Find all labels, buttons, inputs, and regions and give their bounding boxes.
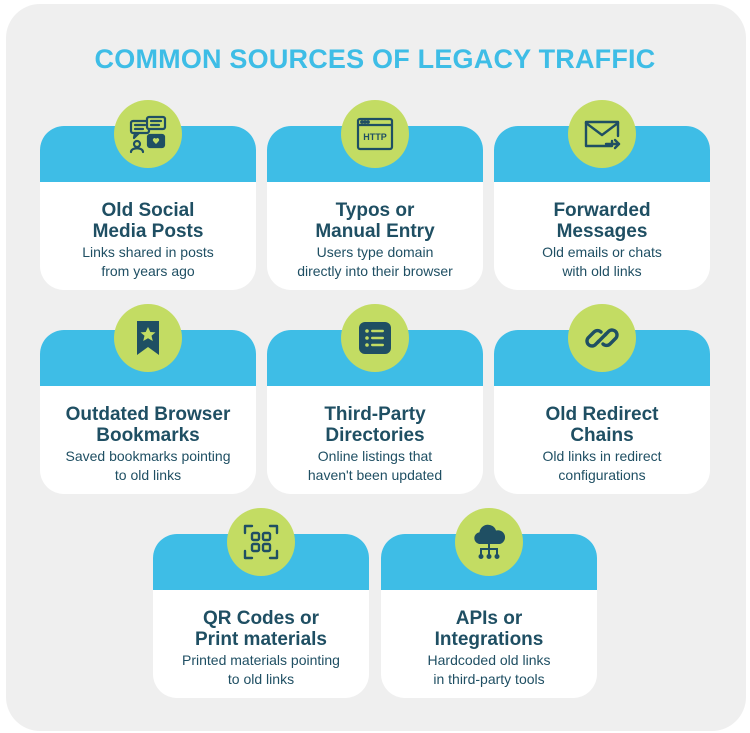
card-title: Typos or Manual Entry [315, 200, 435, 242]
card-description: Hardcoded old links in third-party tools [427, 652, 551, 687]
chat-bubbles-icon [114, 100, 182, 168]
card-outdated-browser-bookmarks: Outdated Browser Bookmarks Saved bookmar… [40, 304, 256, 494]
card-description: Online listings that haven't been update… [307, 448, 443, 483]
card-old-redirect-chains: Old Redirect Chains Old links in redirec… [494, 304, 710, 494]
card-third-party-directories: Third-Party Directories Online listings … [267, 304, 483, 494]
cloud-network-icon [455, 508, 523, 576]
card-description: Saved bookmarks pointing to old links [65, 448, 231, 483]
card-qr-codes-print-materials: QR Codes or Print materials Printed mate… [153, 508, 369, 698]
card-title: Old Social Media Posts [92, 200, 204, 242]
card-description: Users type domain directly into their br… [297, 244, 453, 279]
chain-link-icon [568, 304, 636, 372]
card-title: QR Codes or Print materials [195, 608, 327, 650]
card-description: Printed materials pointing to old links [182, 652, 340, 687]
card-title: Forwarded Messages [553, 200, 651, 242]
card-title: Third-Party Directories [324, 404, 426, 446]
card-apis-integrations: APIs or Integrations Hardcoded old links… [381, 508, 597, 698]
card-title: Outdated Browser Bookmarks [65, 404, 231, 446]
http-window-icon: HTTP [341, 100, 409, 168]
card-typos-manual-entry: HTTP Typos or Manual Entry Users type do… [267, 100, 483, 290]
card-description: Old links in redirect configurations [542, 448, 662, 483]
list-icon [341, 304, 409, 372]
svg-text:HTTP: HTTP [363, 132, 387, 142]
card-forwarded-messages: Forwarded Messages Old emails or chats w… [494, 100, 710, 290]
card-title: APIs or Integrations [434, 608, 544, 650]
envelope-forward-icon [568, 100, 636, 168]
card-description: Links shared in posts from years ago [82, 244, 214, 279]
card-title: Old Redirect Chains [545, 404, 659, 446]
card-old-social-media-posts: Old Social Media Posts Links shared in p… [40, 100, 256, 290]
card-description: Old emails or chats with old links [542, 244, 662, 279]
qr-scan-icon [227, 508, 295, 576]
page-title: COMMON SOURCES OF LEGACY TRAFFIC [94, 44, 656, 74]
bookmark-star-icon [114, 304, 182, 372]
